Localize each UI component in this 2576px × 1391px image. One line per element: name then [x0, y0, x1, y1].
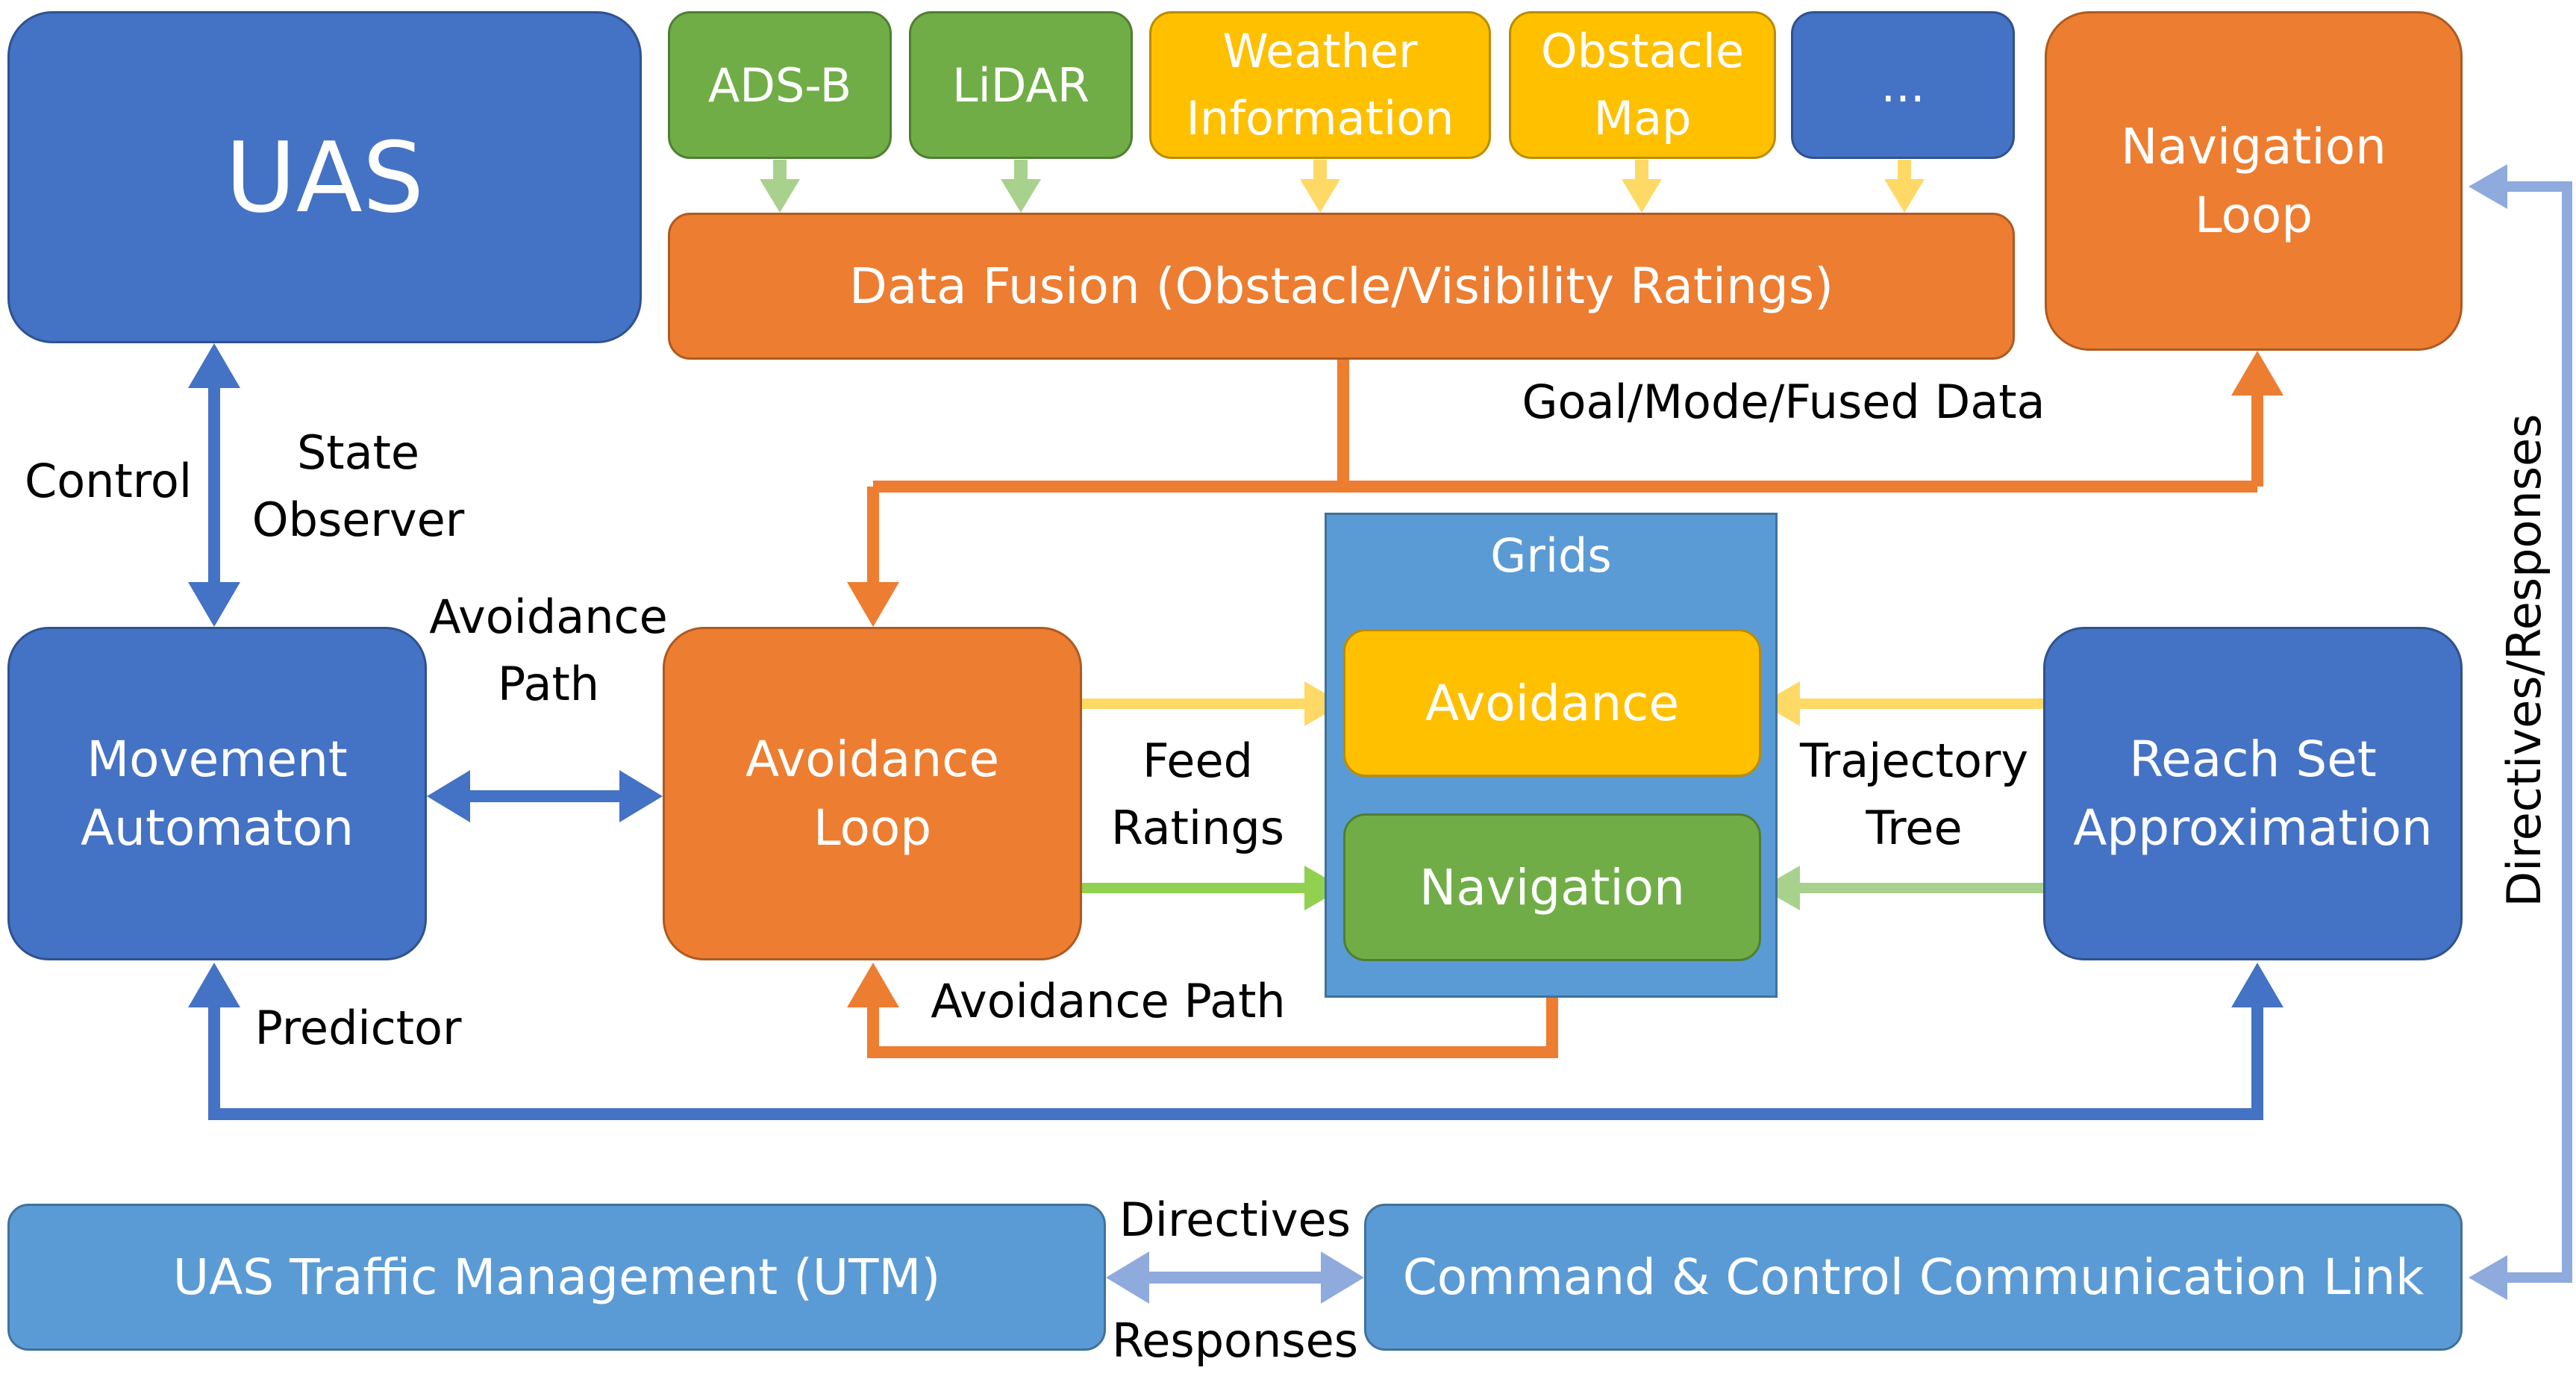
lidar-box: LiDAR — [909, 11, 1133, 159]
reach-set-approximation-label: Reach Set Approximation — [2073, 730, 2433, 857]
lidar-label: LiDAR — [952, 57, 1090, 113]
more-sources-box: ... — [1791, 11, 2015, 159]
nav-loop-directive-arrowhead — [2469, 164, 2507, 209]
c2-link-label: Command & Control Communication Link — [1402, 1248, 2425, 1306]
obstacle-map-label: Obstacle Map — [1540, 24, 1745, 146]
navigation-grid-box: Navigation — [1343, 813, 1761, 961]
ads-b-feed-arrowhead — [760, 179, 800, 213]
avoidance-path-bottom-label: Avoidance Path — [931, 974, 1286, 1028]
utm-link-arrowhead — [1106, 1251, 1149, 1304]
predictor-line — [208, 1000, 2263, 1120]
orange-main-lines — [867, 360, 2263, 1058]
predictor-arrowhead-left — [188, 963, 240, 1007]
navigation-grid-label: Navigation — [1419, 858, 1685, 916]
control-state-arrowhead-up — [188, 343, 240, 388]
lidar-feed-arrowhead — [1001, 179, 1041, 213]
uas-label: UAS — [225, 120, 425, 234]
reach-set-approximation-box: Reach Set Approximation — [2043, 627, 2463, 960]
state-observer-label: State Observer — [251, 425, 465, 547]
other-feed-arrowhead — [1884, 179, 1925, 213]
avoidance-loop-arrowhead-bottom — [847, 963, 899, 1007]
feed-avoidance-arrowhead — [1304, 681, 1343, 726]
trajectory-navigation-arrowhead — [1761, 866, 1800, 910]
predictor-label: Predictor — [254, 1001, 462, 1055]
weather-feed-arrowhead — [1300, 179, 1340, 213]
avoidance-loop-box: Avoidance Loop — [663, 627, 1082, 960]
navigation-loop-box: Navigation Loop — [2045, 11, 2463, 351]
avoidance-path-left-label: Avoidance Path — [429, 590, 668, 711]
utm-box: UAS Traffic Management (UTM) — [7, 1204, 1106, 1351]
avoidance-path-arrowhead-right — [619, 770, 663, 822]
directives-responses-line — [2507, 181, 2572, 1283]
avoidance-path-arrowhead-left — [427, 770, 470, 822]
responses-label: Responses — [1111, 1313, 1359, 1368]
data-fusion-box: Data Fusion (Obstacle/Visibility Ratings… — [668, 213, 2015, 360]
avoidance-path-return-line — [867, 998, 1558, 1058]
uas-box: UAS — [7, 11, 642, 343]
movement-automaton-label: Movement Automaton — [80, 730, 354, 857]
movement-automaton-box: Movement Automaton — [7, 627, 427, 960]
goal-mode-fused-data-label: Goal/Mode/Fused Data — [1522, 375, 2045, 429]
avoidance-loop-label: Avoidance Loop — [745, 730, 1000, 857]
sensor-feed-arrows — [760, 160, 1925, 213]
avoidance-loop-arrowhead-top — [847, 582, 899, 627]
navigation-loop-label: Navigation Loop — [2121, 117, 2386, 244]
ads-b-box: ADS-B — [668, 11, 892, 159]
directives-label: Directives — [1119, 1192, 1351, 1247]
predictor-arrowhead-right — [2231, 963, 2283, 1007]
control-label: Control — [24, 454, 193, 508]
avoidance-grid-box: Avoidance — [1343, 629, 1761, 777]
trajectory-avoidance-arrowhead — [1761, 681, 1800, 726]
c2-link-arrowhead — [1321, 1251, 1364, 1304]
utm-label: UAS Traffic Management (UTM) — [172, 1248, 941, 1306]
data-fusion-label: Data Fusion (Obstacle/Visibility Ratings… — [849, 257, 1833, 315]
more-sources-label: ... — [1881, 57, 1925, 113]
obstacle-map-feed-arrowhead — [1622, 179, 1662, 213]
trajectory-tree-label: Trajectory Tree — [1799, 734, 2029, 855]
obstacle-map-box: Obstacle Map — [1509, 11, 1776, 159]
weather-information-label: Weather Information — [1186, 24, 1454, 146]
nav-loop-arrowhead — [2231, 351, 2283, 396]
avoidance-grid-label: Avoidance — [1425, 674, 1680, 732]
feed-ratings-label: Feed Ratings — [1110, 734, 1285, 855]
control-state-arrowhead-down — [188, 582, 240, 627]
weather-information-box: Weather Information — [1149, 11, 1491, 159]
c2-link-directive-arrowhead — [2469, 1255, 2507, 1300]
ads-b-label: ADS-B — [707, 57, 852, 113]
grids-title: Grids — [1490, 528, 1612, 583]
directives-responses-label: Directives/Responses — [2497, 413, 2551, 907]
c2-link-box: Command & Control Communication Link — [1364, 1204, 2463, 1351]
feed-navigation-arrowhead — [1304, 866, 1343, 910]
